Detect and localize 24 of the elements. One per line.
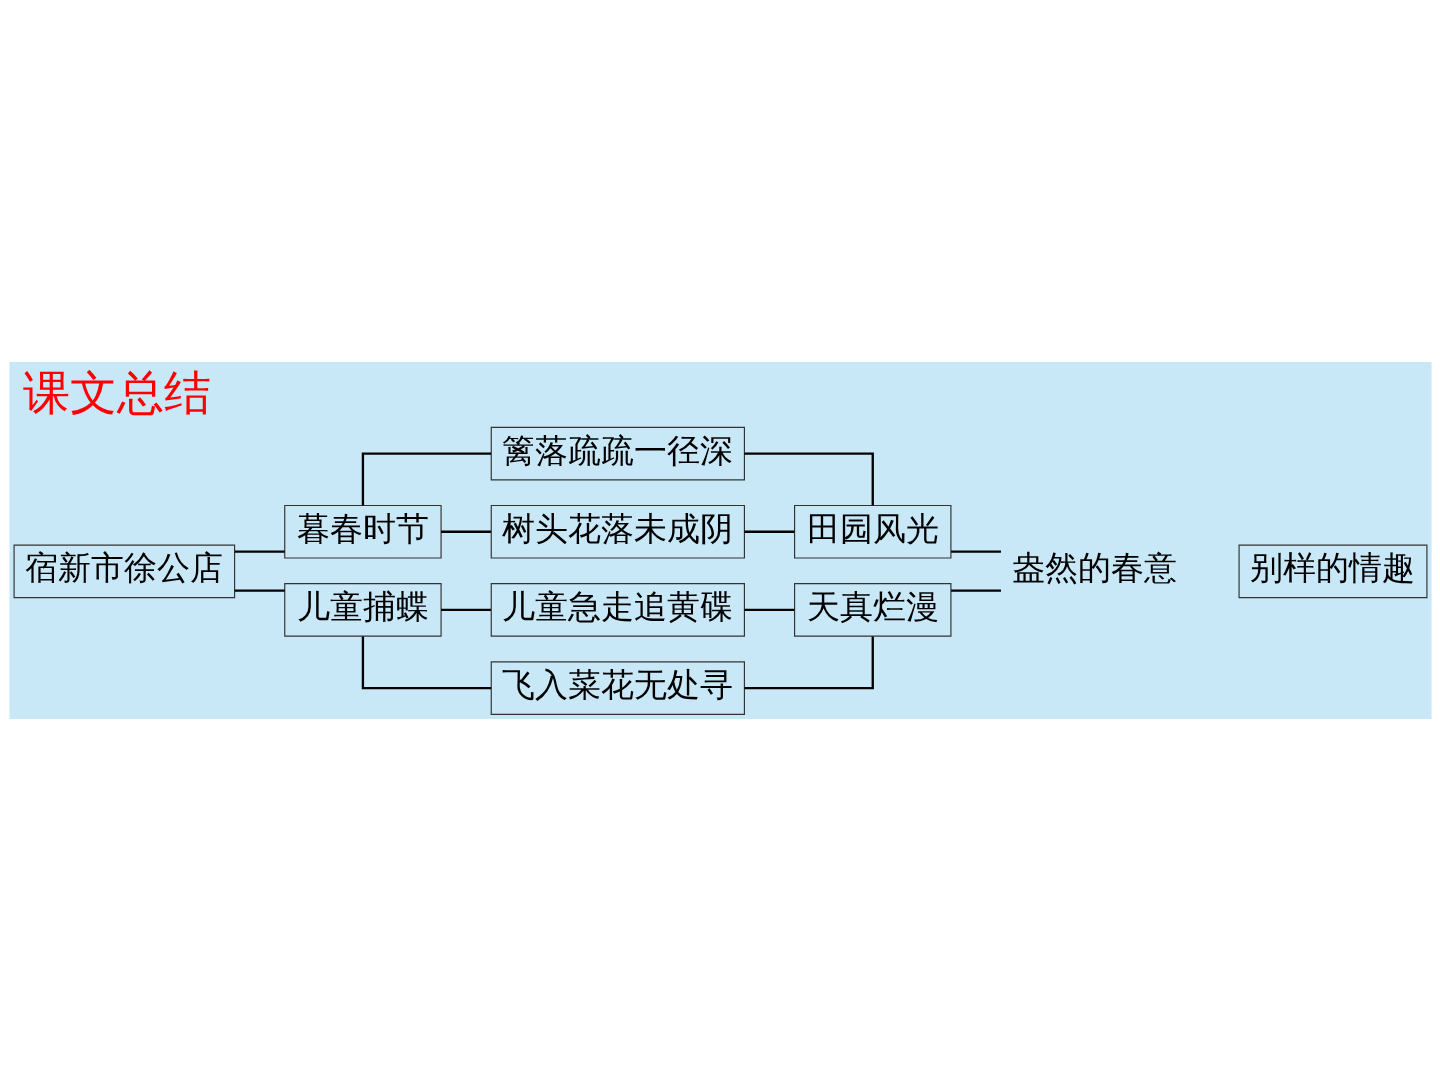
node-box: 篱落疏疏一径深 xyxy=(490,426,745,480)
connector xyxy=(234,589,285,592)
node-box: 暮春时节 xyxy=(283,504,442,559)
connector xyxy=(744,530,794,533)
node-box: 飞入菜花无处寻 xyxy=(490,660,745,715)
connector xyxy=(950,589,1001,592)
connector xyxy=(440,608,491,611)
node-box: 田园风光 xyxy=(793,504,951,559)
node-box: 儿童捕蝶 xyxy=(283,582,442,637)
node-box: 宿新市徐公店 xyxy=(13,544,235,598)
node-box: 别样的情趣 xyxy=(1238,544,1427,598)
connector xyxy=(361,635,491,689)
connector xyxy=(950,549,1001,553)
node-text: 盎然的春意 xyxy=(1012,548,1177,587)
connector xyxy=(440,530,491,533)
node-box: 天真烂漫 xyxy=(793,582,951,637)
node-box: 树头花落未成阴 xyxy=(490,504,745,559)
connector xyxy=(744,635,874,689)
diagram-title: 课文总结 xyxy=(22,365,211,420)
connector xyxy=(744,608,794,611)
connector xyxy=(361,451,491,505)
connector xyxy=(744,451,874,505)
node-box: 儿童急走追黄碟 xyxy=(490,582,745,637)
connector xyxy=(234,549,285,553)
